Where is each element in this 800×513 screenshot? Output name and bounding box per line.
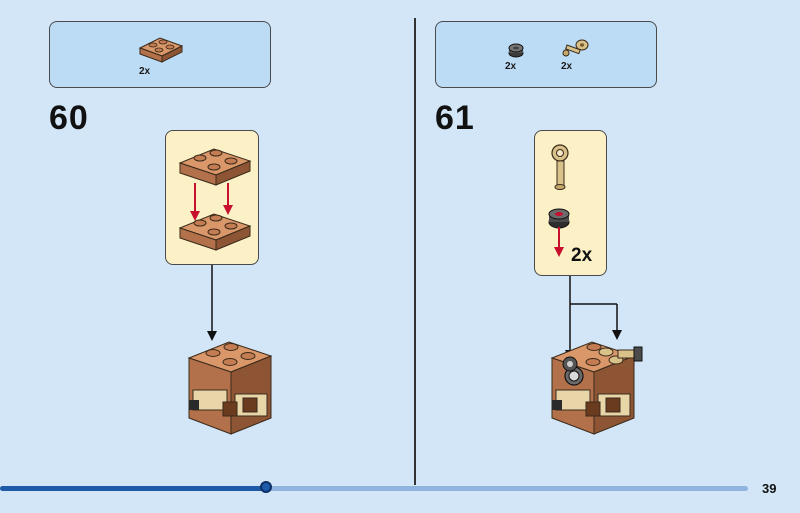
- page-number: 39: [762, 481, 777, 496]
- head-build-model-61: [550, 341, 643, 435]
- page-divider: [414, 18, 416, 485]
- head-build-model-60: [187, 341, 273, 435]
- sub-assembly-callout-61: 2x: [534, 130, 607, 276]
- plate-2x2-top-icon: [178, 148, 252, 186]
- part-quantity: 2x: [561, 61, 573, 72]
- plate-2x2-bottom-icon: [178, 213, 252, 251]
- parts-list-step-61: 2x 2x: [435, 21, 657, 88]
- clip-bar-icon: [551, 144, 569, 190]
- step-number-60: 60: [49, 99, 89, 137]
- round-plate-1x1-icon: [548, 208, 570, 229]
- round-plate-1x1-part-icon: [508, 43, 524, 58]
- connector-arrows-icon: [565, 276, 622, 360]
- down-arrow-icon: [554, 227, 564, 257]
- down-arrow-icon: [190, 183, 233, 221]
- step-number-61: 61: [435, 99, 475, 137]
- clip-bar-part-icon: [562, 39, 589, 57]
- part-quantity: 2x: [139, 66, 151, 77]
- callout-multiplier: 2x: [571, 245, 593, 266]
- connector-arrow-icon: [207, 265, 217, 341]
- parts-list-step-60: 2x: [49, 21, 271, 88]
- sub-assembly-callout-60: [165, 130, 259, 265]
- plate-2x2-part-icon: [138, 37, 184, 63]
- progress-indicator-icon: [259, 481, 272, 493]
- progress-bar: [0, 481, 748, 493]
- part-quantity: 2x: [505, 61, 517, 72]
- progress-fill: [0, 486, 266, 491]
